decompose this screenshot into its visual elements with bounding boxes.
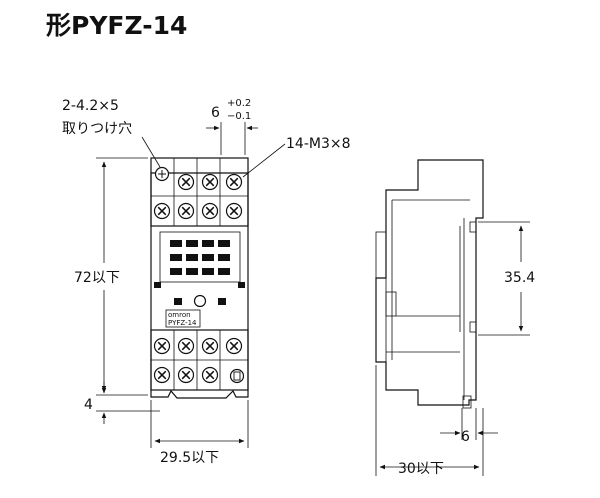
pitch-tolerance-minus: −0.1 [227, 111, 251, 122]
screw-terminal [201, 366, 219, 384]
screw-spec-label: 14-M3×8 [286, 136, 351, 152]
side-latch [375, 231, 387, 279]
mount-hole-bottom [229, 368, 245, 384]
side-small-depth-label: 6 [461, 429, 470, 445]
page-title: 形PYFZ-14 [46, 11, 188, 40]
screw-terminal [201, 202, 219, 220]
screw-terminal [177, 366, 195, 384]
mount-hole-label: 2-4.2×5 [62, 98, 119, 114]
side-clip [385, 291, 397, 317]
rail-height-label: 35.4 [504, 270, 535, 286]
screw-terminal [177, 337, 195, 355]
pin-socket-grid [154, 240, 245, 305]
mount-hole-label-jp: 取りつけ穴 [62, 121, 132, 137]
screw-terminal [225, 202, 243, 220]
side-depth-label: 30以下 [398, 461, 444, 477]
front-view: omron PYFZ-14 72以下 4 [62, 98, 351, 466]
height-dimension-label: 72以下 [74, 270, 120, 286]
brand-text: omron [168, 311, 191, 319]
brand-plate [165, 309, 201, 328]
bottom-offset-label: 4 [84, 397, 93, 413]
pitch-label: 6 [211, 105, 220, 121]
relay-seat [159, 231, 241, 283]
top-terminal-block [150, 157, 249, 227]
screw-terminal [177, 202, 195, 220]
pitch-tolerance-plus: +0.2 [227, 98, 251, 109]
model-text: PYFZ-14 [168, 319, 197, 327]
screw-terminal [153, 366, 171, 384]
socket-outline [150, 172, 249, 399]
screw-terminal [201, 337, 219, 355]
screw-terminal [153, 337, 171, 355]
screw-terminal [153, 202, 171, 220]
width-dimension-label: 29.5以下 [160, 450, 219, 466]
screw-terminal [225, 173, 243, 191]
screw-terminal [201, 173, 219, 191]
screw-terminal [225, 337, 243, 355]
screw-terminal [177, 173, 195, 191]
mount-hole-top [154, 166, 170, 182]
center-hole [193, 294, 207, 308]
side-view: 35.4 6 30以下 [375, 159, 535, 477]
